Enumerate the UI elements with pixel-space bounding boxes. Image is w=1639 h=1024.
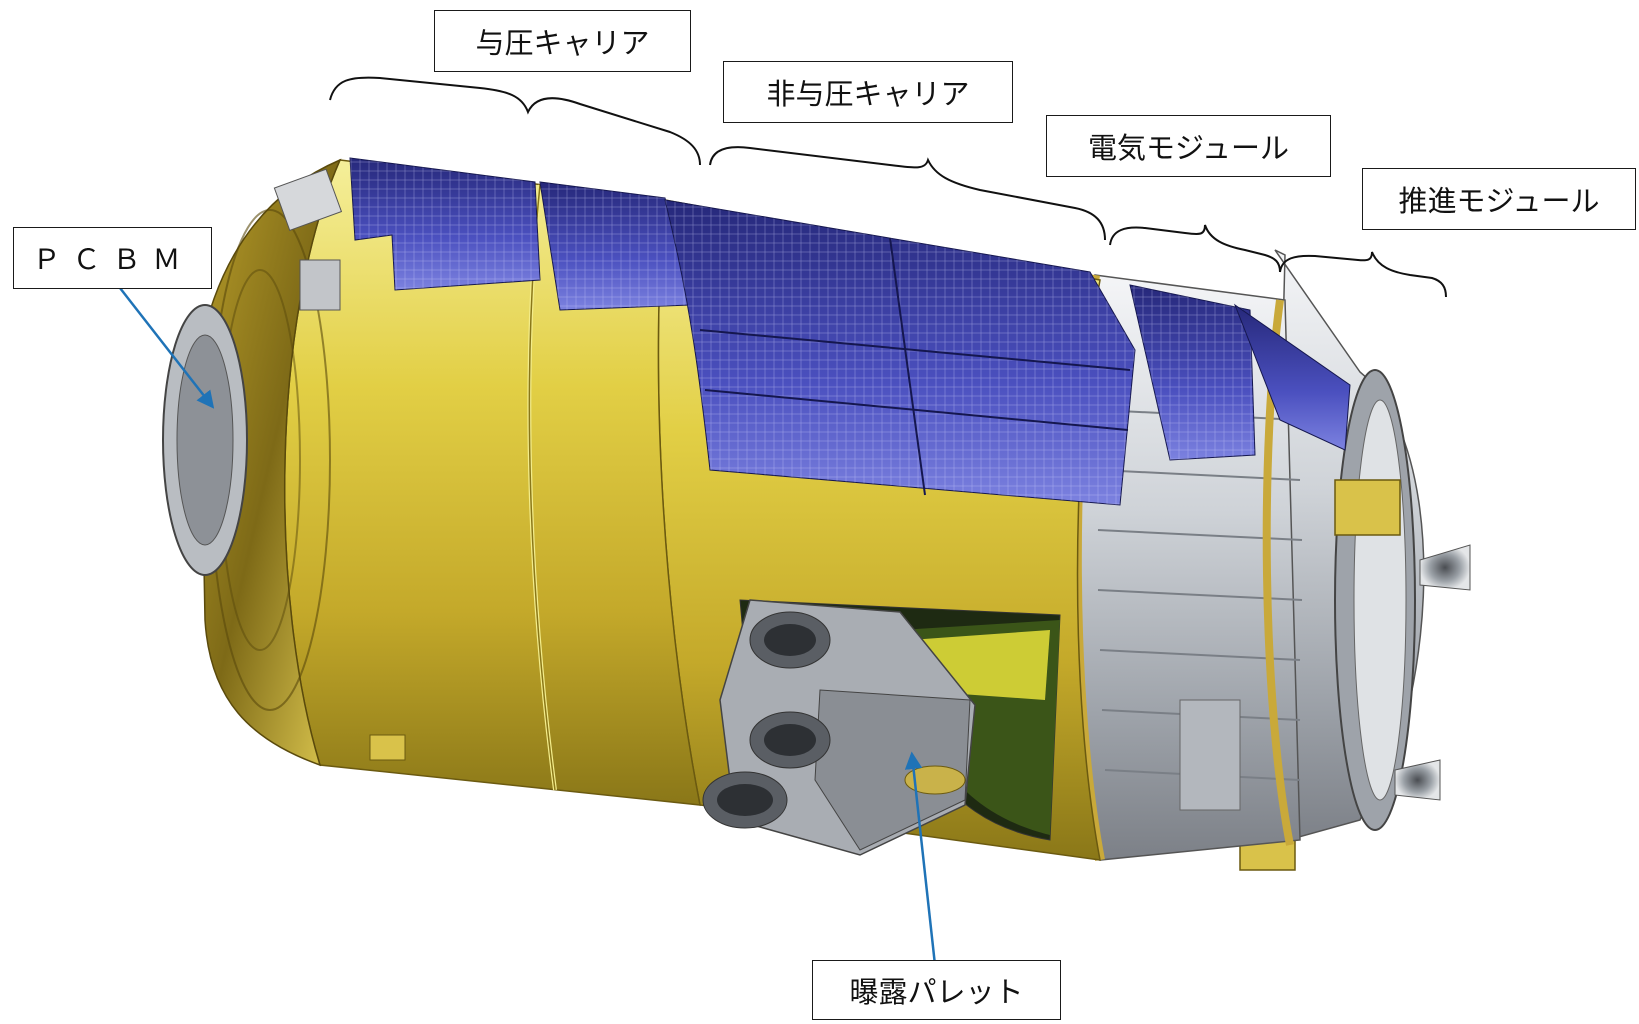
label-unpressurized-carrier-text: 非与圧キャリア [766, 77, 970, 111]
spacecraft [162, 157, 1471, 871]
brace-avionics [1109, 224, 1281, 273]
leader-arrows [119, 287, 937, 966]
label-propulsion-module: 推進モジュール [1362, 168, 1636, 230]
brace-pressurized [329, 76, 701, 166]
brace-unpressurized [709, 146, 1106, 241]
brace-propulsion [1279, 251, 1447, 298]
section-braces [329, 76, 1447, 298]
solar-panels [349, 157, 1351, 506]
label-pressurized-carrier: 与圧キャリア [434, 10, 691, 72]
label-pcbm: ＰＣＢＭ [13, 227, 212, 289]
pressurized-carrier-body [162, 158, 701, 806]
label-pcbm-text: ＰＣＢＭ [32, 245, 193, 276]
label-exposed-pallet: 曝露パレット [812, 960, 1061, 1020]
label-exposed-pallet-text: 曝露パレット [849, 975, 1024, 1009]
exposed-pallet-body [702, 599, 976, 856]
pcbm-arrow [119, 287, 215, 409]
exposed-pallet-arrow [904, 751, 937, 966]
label-pressurized-carrier-text: 与圧キャリア [475, 26, 650, 60]
label-avionics-module: 電気モジュール [1046, 115, 1331, 177]
label-avionics-module-text: 電気モジュール [1088, 131, 1289, 165]
label-unpressurized-carrier: 非与圧キャリア [723, 61, 1013, 123]
label-propulsion-module-text: 推進モジュール [1398, 184, 1600, 218]
